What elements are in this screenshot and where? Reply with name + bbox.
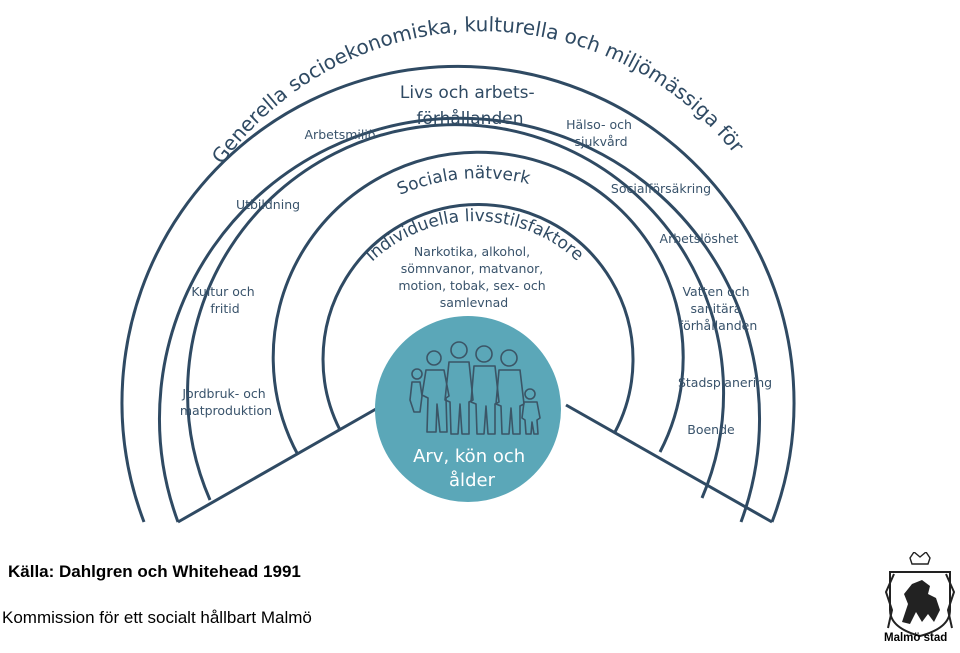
base-line-left — [178, 405, 383, 522]
lifestyle-items: Narkotika, alkohol, sömnvanor, matvanor,… — [398, 244, 549, 310]
malmo-stad-logo-text: Malmö stad — [884, 632, 960, 644]
factor-stadsplanering: Stadsplanering — [678, 375, 772, 390]
rainbow-model-diagram: Generella socioekonomiska, kulturella oc… — [0, 0, 960, 540]
factor-arbetsloshet: Arbetslöshet — [660, 231, 739, 246]
factor-arbetsmiljo: Arbetsmiljö — [305, 127, 376, 142]
lifestyle-title: Individuella livsstilsfaktorer — [0, 0, 587, 266]
factor-halso-sjukvard: Hälso- och sjukvård — [566, 117, 636, 149]
factor-vatten-sanitara: Vatten och sanitära förhållanden — [679, 284, 758, 333]
factor-utbildning: Utbildning — [236, 197, 300, 212]
social-network-title: Sociala nätverk — [394, 163, 532, 199]
source-citation: Källa: Dahlgren och Whitehead 1991 — [8, 562, 301, 582]
factor-socialforsakring: Socialförsäkring — [611, 181, 711, 196]
base-line-right — [566, 405, 772, 522]
outer-arc-title: Generella socioekonomiska, kulturella oc… — [0, 0, 749, 168]
living-conditions-title: Livs och arbets- förhållanden — [400, 83, 540, 129]
commission-name: Kommission för ett socialt hållbart Malm… — [2, 608, 312, 628]
factor-jordbruk: Jordbruk- och matproduktion — [180, 386, 272, 418]
factor-boende: Boende — [687, 422, 735, 437]
